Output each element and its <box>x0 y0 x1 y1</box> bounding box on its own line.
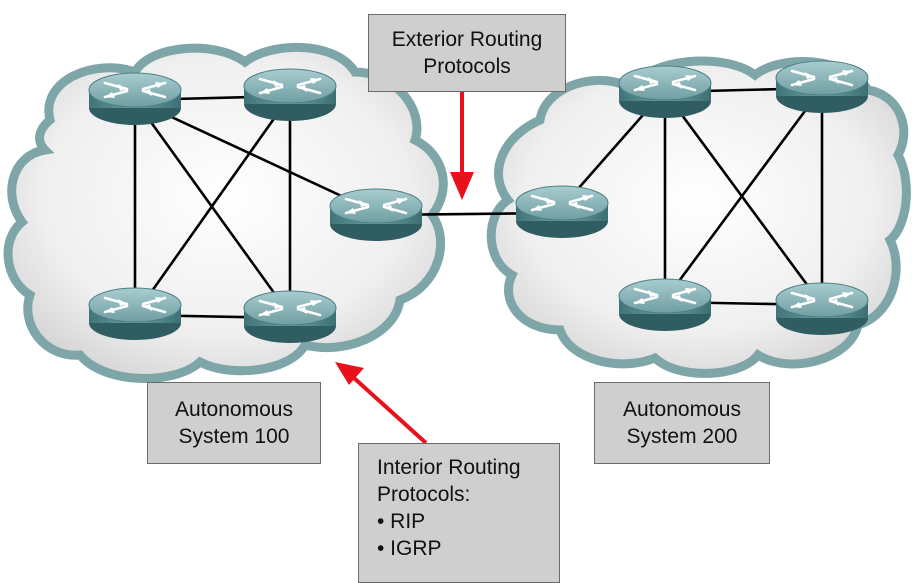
router-l3-icon <box>328 187 424 243</box>
as200-label: Autonomous System 200 <box>594 382 770 464</box>
exterior-routing-label: Exterior Routing Protocols <box>368 14 566 92</box>
link-r2-r5 <box>663 91 824 306</box>
router-l4-icon <box>87 286 183 342</box>
router-r4-icon <box>617 277 713 333</box>
link-l2-l4 <box>133 95 292 316</box>
exterior-arrow-icon <box>450 92 474 200</box>
router-l2-icon <box>242 67 338 123</box>
router-r2-icon <box>617 64 713 120</box>
as100-line-1: Autonomous <box>175 398 293 421</box>
interior-line-1: Interior Routing <box>377 456 521 479</box>
exterior-line-2: Protocols <box>423 55 511 78</box>
link-l1-l3 <box>134 98 379 215</box>
exterior-line-1: Exterior Routing <box>391 28 543 51</box>
interior-item-rip: • RIP <box>377 510 426 533</box>
link-r3-r4 <box>663 87 824 301</box>
interior-routing-label: Interior Routing Protocols: • RIP • IGRP <box>358 443 560 583</box>
as100-label: Autonomous System 100 <box>147 382 321 464</box>
as200-line-2: System 200 <box>626 425 738 448</box>
router-r3-icon <box>774 59 870 115</box>
router-l5-icon <box>242 289 338 345</box>
interior-arrow-icon <box>335 362 428 445</box>
as200-line-1: Autonomous <box>623 398 741 421</box>
router-l1-icon <box>87 71 183 127</box>
router-r1-icon <box>514 184 610 240</box>
as100-line-2: System 100 <box>178 425 290 448</box>
interior-item-igrp: • IGRP <box>377 537 442 560</box>
router-r5-icon <box>774 281 870 337</box>
interior-line-2: Protocols: <box>377 483 471 506</box>
